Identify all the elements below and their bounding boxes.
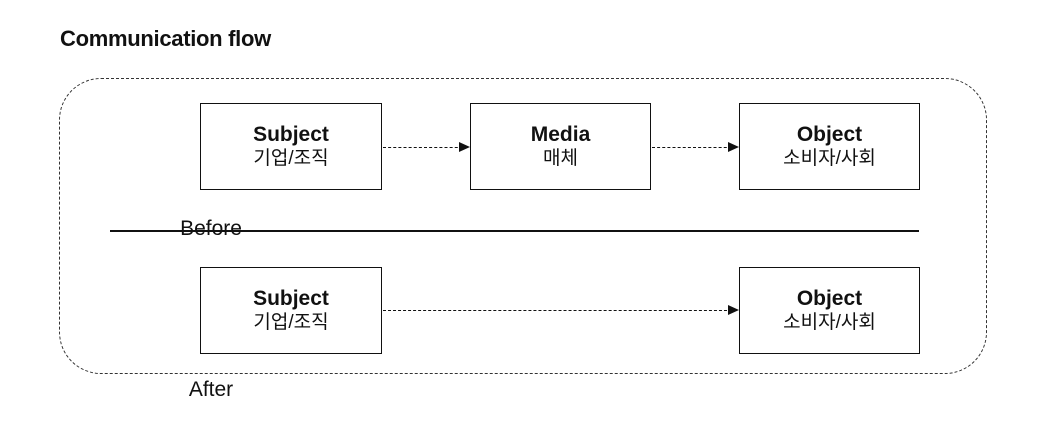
row-divider-line [110,230,919,232]
arrow-media-to-object [652,142,739,152]
node-object-after: Object 소비자/사회 [739,267,920,354]
node-title: Object [796,123,863,146]
node-subtitle: 소비자/사회 [783,312,876,333]
row-label-after: After [188,378,234,401]
row-label-before: Before [180,217,242,240]
page-title: Communication flow [60,26,271,51]
arrow-subject-to-object [383,305,739,315]
node-title: Object [796,287,863,310]
node-subtitle: 매체 [543,148,578,169]
node-subtitle: 소비자/사회 [783,148,876,169]
flow-dashed-container: Before After [59,78,987,401]
node-media-before: Media 매체 [470,103,651,190]
node-title: Subject [253,123,329,146]
node-object-before: Object 소비자/사회 [739,103,920,190]
node-subject-after: Subject 기업/조직 [200,267,382,354]
node-subtitle: 기업/조직 [253,148,329,169]
node-title: Subject [253,287,329,310]
node-subject-before: Subject 기업/조직 [200,103,382,190]
arrow-subject-to-media [383,142,470,152]
node-subtitle: 기업/조직 [253,312,329,333]
node-title: Media [530,123,591,146]
